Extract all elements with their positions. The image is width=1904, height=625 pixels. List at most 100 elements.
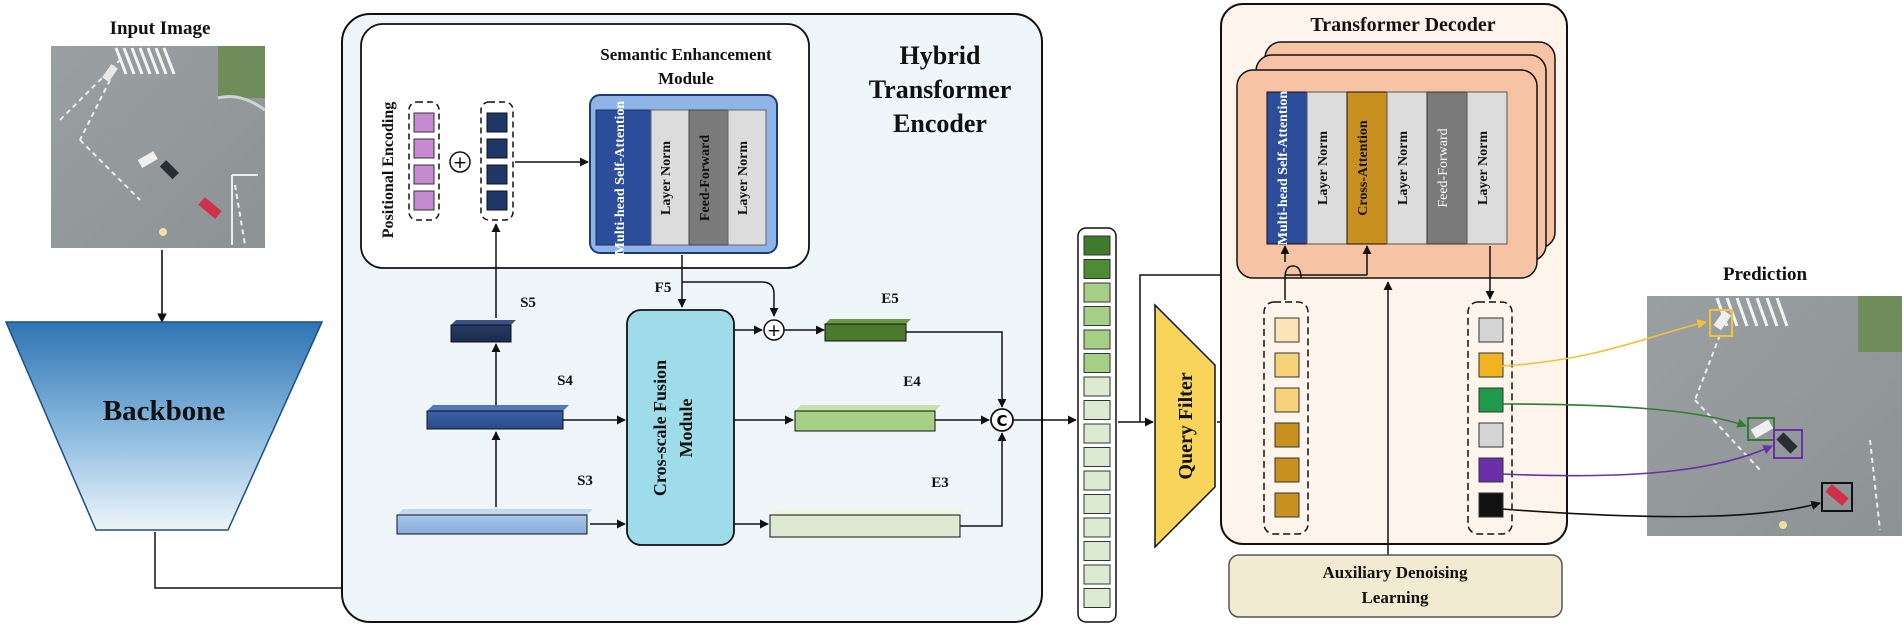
encoder-output-token: [1083, 494, 1111, 514]
output-token-group: [1467, 301, 1513, 535]
query-tokens: [1274, 317, 1300, 518]
dec-block-label: Layer Norm: [1396, 131, 1411, 205]
encoder-output-token: [1083, 447, 1111, 467]
s5-token: [486, 164, 508, 185]
output-tokens: [1478, 317, 1504, 518]
dec-cross-attention: [1346, 91, 1388, 245]
fusion-label-line1: Cros-scale Fusion: [650, 360, 670, 496]
black-prediction-arrow: [1501, 500, 1821, 518]
yellow-prediction-arrow: [1501, 319, 1707, 367]
sem-multihead-attention: [595, 109, 652, 246]
dec-layer-norm-1: [1306, 91, 1348, 245]
s3-feature-bar: [396, 514, 588, 535]
dec-block-label: Cross-Attention: [1356, 120, 1371, 216]
e3-to-concat-arrow: [960, 432, 1007, 527]
positional-token: [413, 112, 435, 133]
query-hop-arc: [1284, 265, 1302, 300]
e5-label: E5: [881, 291, 899, 307]
sem-attn-block-label: Multi-head Self-Attention: [613, 101, 628, 256]
encoder-output-token: [1083, 400, 1111, 420]
dec-block-label: Layer Norm: [1316, 131, 1331, 205]
query-token: [1274, 387, 1300, 413]
encoder-output-token: [1083, 376, 1111, 397]
e5-feature-bar: [824, 323, 907, 342]
query-filter-shape: [1154, 303, 1216, 549]
sem-title-line2: Module: [658, 69, 714, 88]
green-prediction-arrow: [1501, 403, 1747, 428]
denoising-label-line2: Learning: [1361, 588, 1429, 607]
encoder-title-line2: Transformer: [869, 75, 1011, 104]
encoder-output-token: [1083, 517, 1111, 538]
query-token: [1274, 422, 1300, 448]
dec-layer-norm-2: [1386, 91, 1428, 245]
e3-label: E3: [931, 475, 949, 491]
auxiliary-denoising-box: [1228, 554, 1563, 618]
f5-to-add-arrow: [682, 281, 779, 317]
sem-layer-norm-label: Layer Norm: [736, 141, 751, 215]
query-token-group: [1263, 301, 1309, 535]
encoder-output-token: [1083, 353, 1111, 373]
f5-label: F5: [655, 280, 672, 296]
output-token: [1478, 457, 1504, 483]
sem-layer-norm-label: Layer Norm: [659, 141, 674, 215]
s5-token: [486, 190, 508, 211]
encoder-title-line3: Encoder: [893, 109, 987, 138]
query-token: [1274, 352, 1300, 378]
denoising-label-line1: Auxiliary Denoising: [1323, 563, 1468, 582]
cross-scale-fusion-module: [626, 309, 735, 546]
concat-symbol: C: [996, 412, 1007, 430]
encoder-output-token: [1083, 329, 1111, 350]
input-image-title: Input Image: [110, 18, 211, 39]
encoder-output-token: [1083, 470, 1111, 491]
dec-multihead-attention: [1266, 91, 1308, 245]
fusion-label-line2: Module: [676, 398, 696, 457]
positional-token: [413, 164, 435, 185]
encoder-output-token: [1083, 423, 1111, 444]
s3-label: S3: [577, 473, 593, 489]
encoder-output-token: [1083, 282, 1111, 303]
encoder-output-token: [1083, 564, 1111, 585]
dec-feed-forward: [1426, 91, 1468, 245]
backbone-label: Backbone: [103, 395, 226, 427]
positional-encoding-label: Positional Encoding: [380, 102, 397, 238]
s5-feature-bar: [450, 324, 512, 343]
s5-token: [486, 112, 508, 133]
output-token: [1478, 352, 1504, 378]
e4-label: E4: [903, 374, 921, 390]
encoder-output-token: [1083, 235, 1111, 256]
output-token: [1478, 492, 1504, 518]
dec-layer-norm-3: [1466, 91, 1508, 245]
prediction-aerial-image: [1647, 296, 1902, 536]
e5-to-concat-arrow: [906, 331, 1007, 408]
dec-block-label: Feed-Forward: [1436, 128, 1451, 207]
sem-feed-forward: [688, 109, 729, 246]
s4-label: S4: [557, 373, 573, 389]
input-aerial-image: [51, 46, 266, 248]
backbone-trapezoid: [4, 321, 324, 531]
prediction-title: Prediction: [1723, 264, 1808, 285]
query-filter-label: Query Filter: [1175, 372, 1197, 479]
sem-feed-forward-label: Feed-Forward: [698, 135, 713, 222]
encoder-output-tokens: [1083, 235, 1111, 608]
s4-feature-bar: [426, 410, 564, 430]
encoder-output-token: [1083, 588, 1111, 608]
sem-layer-norm-1: [650, 109, 690, 246]
purple-prediction-arrow: [1501, 445, 1773, 477]
residual-add-symbol: +: [767, 321, 781, 341]
s5-token: [486, 138, 508, 159]
query-token: [1274, 457, 1300, 483]
output-token: [1478, 387, 1504, 413]
encoder-title-line1: Hybrid: [900, 41, 981, 70]
sem-title-line1: Semantic Enhancement: [600, 45, 772, 64]
query-token: [1274, 492, 1300, 518]
e4-feature-bar: [794, 410, 936, 432]
encoder-output-token: [1083, 259, 1111, 279]
s5-label: S5: [520, 295, 536, 311]
add-circle-icon: [449, 151, 471, 173]
output-token: [1478, 317, 1504, 343]
s5-token-group: [480, 101, 514, 221]
decoder-title: Transformer Decoder: [1310, 14, 1495, 36]
dec-block-label: Layer Norm: [1476, 131, 1491, 205]
positional-token: [413, 190, 435, 211]
e3-feature-bar: [769, 514, 961, 538]
